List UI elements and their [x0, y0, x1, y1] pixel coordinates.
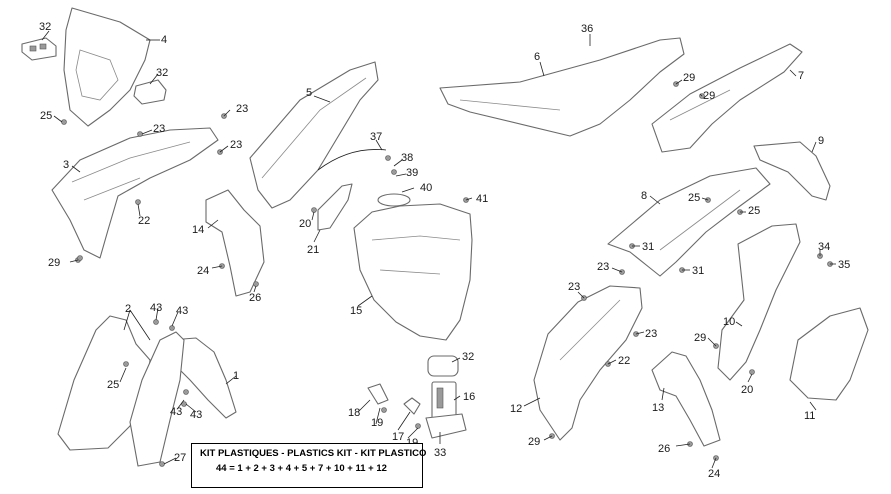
callout-20a: 20	[299, 218, 311, 230]
callout-36: 34	[818, 241, 830, 253]
callout-23b: 23	[236, 103, 248, 115]
callout-37: 35	[838, 259, 850, 271]
callout-31b: 31	[692, 265, 704, 277]
callout-15: 15	[350, 305, 362, 317]
callout-43d: 43	[190, 409, 202, 421]
callout-labels: 32 4 32 25 23 23 23 3 22 29 5 14 24 26 2…	[39, 21, 850, 480]
callout-26b: 26	[658, 443, 670, 455]
callout-29e: 29	[528, 436, 540, 448]
callout-24b: 24	[708, 468, 720, 480]
callout-3: 3	[63, 159, 69, 171]
part-33-switch-left	[21, 37, 57, 61]
callout-4: 4	[161, 34, 167, 46]
plastics-kit-box: KIT PLASTIQUES - PLASTICS KIT - KIT PLAS…	[191, 443, 427, 488]
part-21-cover	[317, 183, 353, 231]
part-34-pump-base	[425, 413, 467, 439]
part-15-fuel-tank	[353, 193, 473, 341]
callout-2: 2	[125, 303, 131, 315]
callout-31a: 31	[642, 241, 654, 253]
callout-40: 39	[406, 167, 418, 179]
part-8-subframe	[607, 167, 771, 277]
part-17-hose	[403, 397, 421, 415]
leader-lines	[41, 30, 836, 469]
callout-5: 5	[306, 87, 312, 99]
callout-6: 6	[534, 51, 540, 63]
callout-19b: 19	[371, 417, 383, 429]
callout-11: 11	[804, 410, 815, 422]
callout-22b: 22	[618, 355, 630, 367]
callout-18: 18	[348, 407, 360, 419]
callout-38: 37	[370, 131, 382, 143]
callout-26a: 26	[249, 292, 261, 304]
part-4-headlight-mask	[63, 7, 151, 127]
callout-27c: 25	[748, 205, 760, 217]
callout-33b: 32	[156, 67, 168, 79]
callout-28: 27	[174, 452, 186, 464]
callout-32: 32	[462, 351, 474, 363]
callout-9: 9	[818, 135, 824, 147]
kit-formula: 44 = 1 + 2 + 3 + 4 + 5 + 7 + 10 + 11 + 1…	[216, 463, 387, 474]
part-13-frame-guard	[651, 351, 721, 447]
part-33-switch-right	[133, 79, 167, 105]
callout-23a: 23	[153, 123, 165, 135]
callout-33a: 32	[39, 21, 51, 33]
callout-29c: 29	[703, 90, 715, 102]
callout-13: 13	[652, 402, 664, 414]
callout-23d: 23	[597, 261, 609, 273]
callout-43a: 43	[150, 302, 162, 314]
callout-24a: 24	[197, 265, 209, 277]
callout-22a: 22	[138, 215, 150, 227]
callout-23f: 23	[645, 328, 657, 340]
callout-43c: 43	[170, 406, 182, 418]
callout-14: 14	[192, 224, 204, 236]
callout-16: 16	[463, 391, 475, 403]
callout-8: 8	[641, 190, 647, 202]
part-11-side-panel	[789, 307, 869, 401]
callout-29b: 29	[683, 72, 695, 84]
part-32-gasket	[427, 355, 459, 377]
callout-35: 36	[581, 23, 593, 35]
callout-29a: 29	[48, 257, 60, 269]
callout-23e: 23	[568, 281, 580, 293]
callout-7: 7	[798, 70, 804, 82]
callout-23c: 23	[230, 139, 242, 151]
kit-title: KIT PLASTIQUES - PLASTICS KIT - KIT PLAS…	[200, 448, 427, 459]
callout-34: 33	[434, 447, 446, 459]
callout-17: 17	[392, 431, 404, 443]
callout-42: 41	[476, 193, 488, 205]
callout-12: 12	[510, 403, 522, 415]
callout-27b: 25	[688, 192, 700, 204]
part-3-shroud-left	[51, 127, 219, 259]
callout-41: 40	[420, 182, 432, 194]
callout-21: 21	[307, 244, 319, 256]
callout-39: 38	[401, 152, 413, 164]
callout-43b: 43	[176, 305, 188, 317]
part-18-fitting	[367, 383, 389, 405]
callout-20b: 20	[741, 384, 753, 396]
callout-27d: 25	[107, 379, 119, 391]
callout-1: 1	[233, 370, 239, 382]
part-38-hose	[317, 149, 387, 171]
part-6-seat	[439, 37, 685, 137]
part-7-rear-fender	[651, 43, 803, 153]
part-16-fuel-pump	[431, 381, 457, 423]
callout-27a: 25	[40, 110, 52, 122]
screws-hardware	[61, 81, 833, 467]
callout-10: 10	[723, 316, 735, 328]
part-2-fork-guard	[57, 315, 185, 467]
part-10-side-cover	[717, 223, 801, 381]
part-1-front-fender	[169, 337, 237, 419]
part-5-side-panel	[249, 61, 379, 209]
part-9-plate-holder	[753, 141, 831, 201]
callout-29d: 29	[694, 332, 706, 344]
part-14-bracket	[205, 189, 265, 297]
part-12-shroud-right	[533, 285, 643, 441]
